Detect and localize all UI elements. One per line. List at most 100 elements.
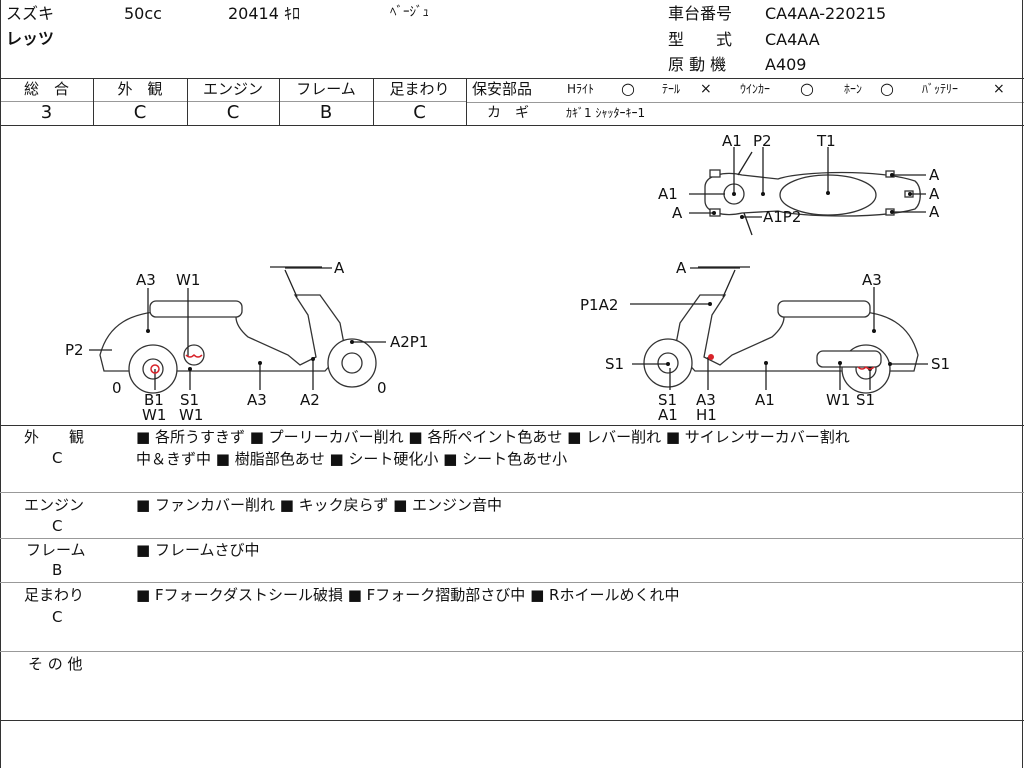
rule bbox=[187, 78, 188, 125]
top-view-bike bbox=[704, 151, 921, 236]
color: ﾍﾞｰｼﾞｭ bbox=[390, 5, 429, 20]
remark-label-other: そ の 他 bbox=[28, 655, 83, 673]
safety-item-winker: ｳｲﾝｶｰ bbox=[740, 82, 771, 96]
label-right-a1: A1 bbox=[755, 391, 775, 409]
label-right-s1-right: S1 bbox=[931, 355, 950, 373]
label-left-a3b: A3 bbox=[247, 391, 267, 409]
label-left-zero-right: 0 bbox=[377, 379, 387, 397]
engine-value: A409 bbox=[765, 55, 807, 74]
label-right-s1: S1 bbox=[658, 391, 677, 409]
label-right-a3b: A3 bbox=[696, 391, 716, 409]
label-left-a-bar: A bbox=[334, 259, 345, 277]
safety-item-headlight: Hﾗｲﾄ bbox=[567, 82, 595, 96]
label-top-a1: A1 bbox=[722, 132, 742, 150]
safety-mark-tail: × bbox=[700, 81, 712, 97]
remark-grade-suspension: C bbox=[52, 608, 63, 626]
displacement: 50cc bbox=[124, 4, 162, 23]
grade-value-engine: C bbox=[226, 102, 240, 123]
frame-number-value: CA4AA-220215 bbox=[765, 4, 887, 23]
remark-label-exterior: 外 観 bbox=[24, 428, 85, 446]
label-right-w1: W1 bbox=[826, 391, 850, 409]
top-view-leaders bbox=[689, 147, 926, 219]
rule bbox=[0, 538, 1024, 539]
make: スズキ bbox=[6, 4, 55, 23]
rule bbox=[0, 492, 1024, 493]
mileage: 20414 ｷﾛ bbox=[228, 4, 300, 23]
rule bbox=[0, 125, 1024, 126]
label-left-w1: W1 bbox=[176, 271, 200, 289]
remark-label-engine: エンジン bbox=[24, 496, 85, 514]
grade-value-suspension: C bbox=[413, 102, 426, 123]
safety-label: 保安部品 bbox=[472, 80, 533, 98]
label-top-t1: T1 bbox=[816, 132, 836, 150]
rule bbox=[466, 102, 1024, 103]
rule bbox=[279, 78, 280, 125]
label-right-p1a2: P1A2 bbox=[580, 296, 618, 314]
rule bbox=[0, 101, 466, 102]
rule bbox=[0, 78, 1024, 79]
rule bbox=[0, 0, 1, 768]
label-left-a3: A3 bbox=[136, 271, 156, 289]
grade-value-frame: B bbox=[319, 102, 333, 123]
remark-grade-frame: B bbox=[52, 561, 63, 579]
remark-text-engine: ■ ファンカバー削れ ■ キック戻らず ■ エンジン音中 bbox=[136, 496, 503, 514]
label-top-r3: A bbox=[929, 203, 940, 221]
label-right-s1b: S1 bbox=[856, 391, 875, 409]
rule bbox=[373, 78, 374, 125]
rule bbox=[466, 78, 467, 125]
label-left-a2: A2 bbox=[300, 391, 320, 409]
label-right-a3: A3 bbox=[862, 271, 882, 289]
grade-value-exterior: C bbox=[133, 102, 147, 123]
label-top-p2: P2 bbox=[753, 132, 772, 150]
safety-mark-battery: × bbox=[993, 81, 1005, 97]
right-view-leaders bbox=[630, 267, 928, 390]
label-left-w1b: W1 bbox=[142, 406, 166, 424]
key-label: カ ギ bbox=[487, 105, 529, 121]
remark-text-suspension: ■ Fフォークダストシール破損 ■ Fフォーク摺動部さび中 ■ Rホイールめくれ… bbox=[136, 586, 680, 604]
remark-label-suspension: 足まわり bbox=[24, 586, 85, 604]
safety-item-horn: ﾎｰﾝ bbox=[844, 82, 863, 96]
engine-label: 原 動 機 bbox=[668, 55, 727, 74]
label-top-r1: A bbox=[929, 166, 940, 184]
label-right-a1b: A1 bbox=[658, 406, 678, 424]
rule bbox=[0, 582, 1024, 583]
left-view-leaders bbox=[89, 267, 386, 390]
rule bbox=[1022, 0, 1023, 768]
model: レッツ bbox=[6, 29, 55, 48]
safety-mark-headlight: ○ bbox=[621, 79, 635, 98]
label-left-a2p1: A2P1 bbox=[390, 333, 428, 351]
label-left-p2: P2 bbox=[65, 341, 84, 359]
grade-value-total: 3 bbox=[40, 102, 53, 123]
type-value: CA4AA bbox=[765, 30, 820, 49]
grade-label-total: 総 合 bbox=[23, 80, 69, 98]
label-left-b1: B1 bbox=[144, 391, 164, 409]
frame-number-label: 車台番号 bbox=[668, 4, 733, 23]
safety-mark-winker: ○ bbox=[800, 79, 814, 98]
remark-text-frame: ■ フレームさび中 bbox=[136, 541, 260, 559]
safety-mark-horn: ○ bbox=[880, 79, 894, 98]
remark-label-frame: フレーム bbox=[26, 541, 86, 559]
bike-damage-diagram: A1 P2 T1 A1 A A1P2 A A A A A3 W1 bbox=[65, 132, 950, 424]
label-top-r2: A bbox=[929, 185, 940, 203]
safety-item-battery: ﾊﾞｯﾃﾘｰ bbox=[922, 82, 959, 96]
grade-label-suspension: 足まわり bbox=[389, 80, 450, 98]
safety-item-tail: ﾃｰﾙ bbox=[662, 82, 681, 96]
label-right-h1: H1 bbox=[696, 406, 717, 424]
grade-label-frame: フレーム bbox=[296, 80, 356, 98]
remark-grade-exterior: C bbox=[52, 449, 63, 467]
label-top-left-a: A bbox=[672, 204, 683, 222]
left-view-bike bbox=[99, 266, 377, 394]
rule bbox=[0, 425, 1024, 426]
label-right-a-bar: A bbox=[676, 259, 687, 277]
grade-label-engine: エンジン bbox=[202, 80, 263, 98]
label-top-a1p2: A1P2 bbox=[763, 208, 801, 226]
label-left-w1c: W1 bbox=[179, 406, 203, 424]
label-left-zero-left: 0 bbox=[112, 379, 122, 397]
grade-label-exterior: 外 観 bbox=[117, 80, 163, 98]
label-right-s1-left: S1 bbox=[605, 355, 624, 373]
remark-text-exterior-2: 中＆きず中 ■ 樹脂部色あせ ■ シート硬化小 ■ シート色あせ小 bbox=[136, 450, 568, 468]
label-left-s1: S1 bbox=[180, 391, 199, 409]
rule bbox=[0, 651, 1024, 652]
rule bbox=[0, 720, 1024, 721]
